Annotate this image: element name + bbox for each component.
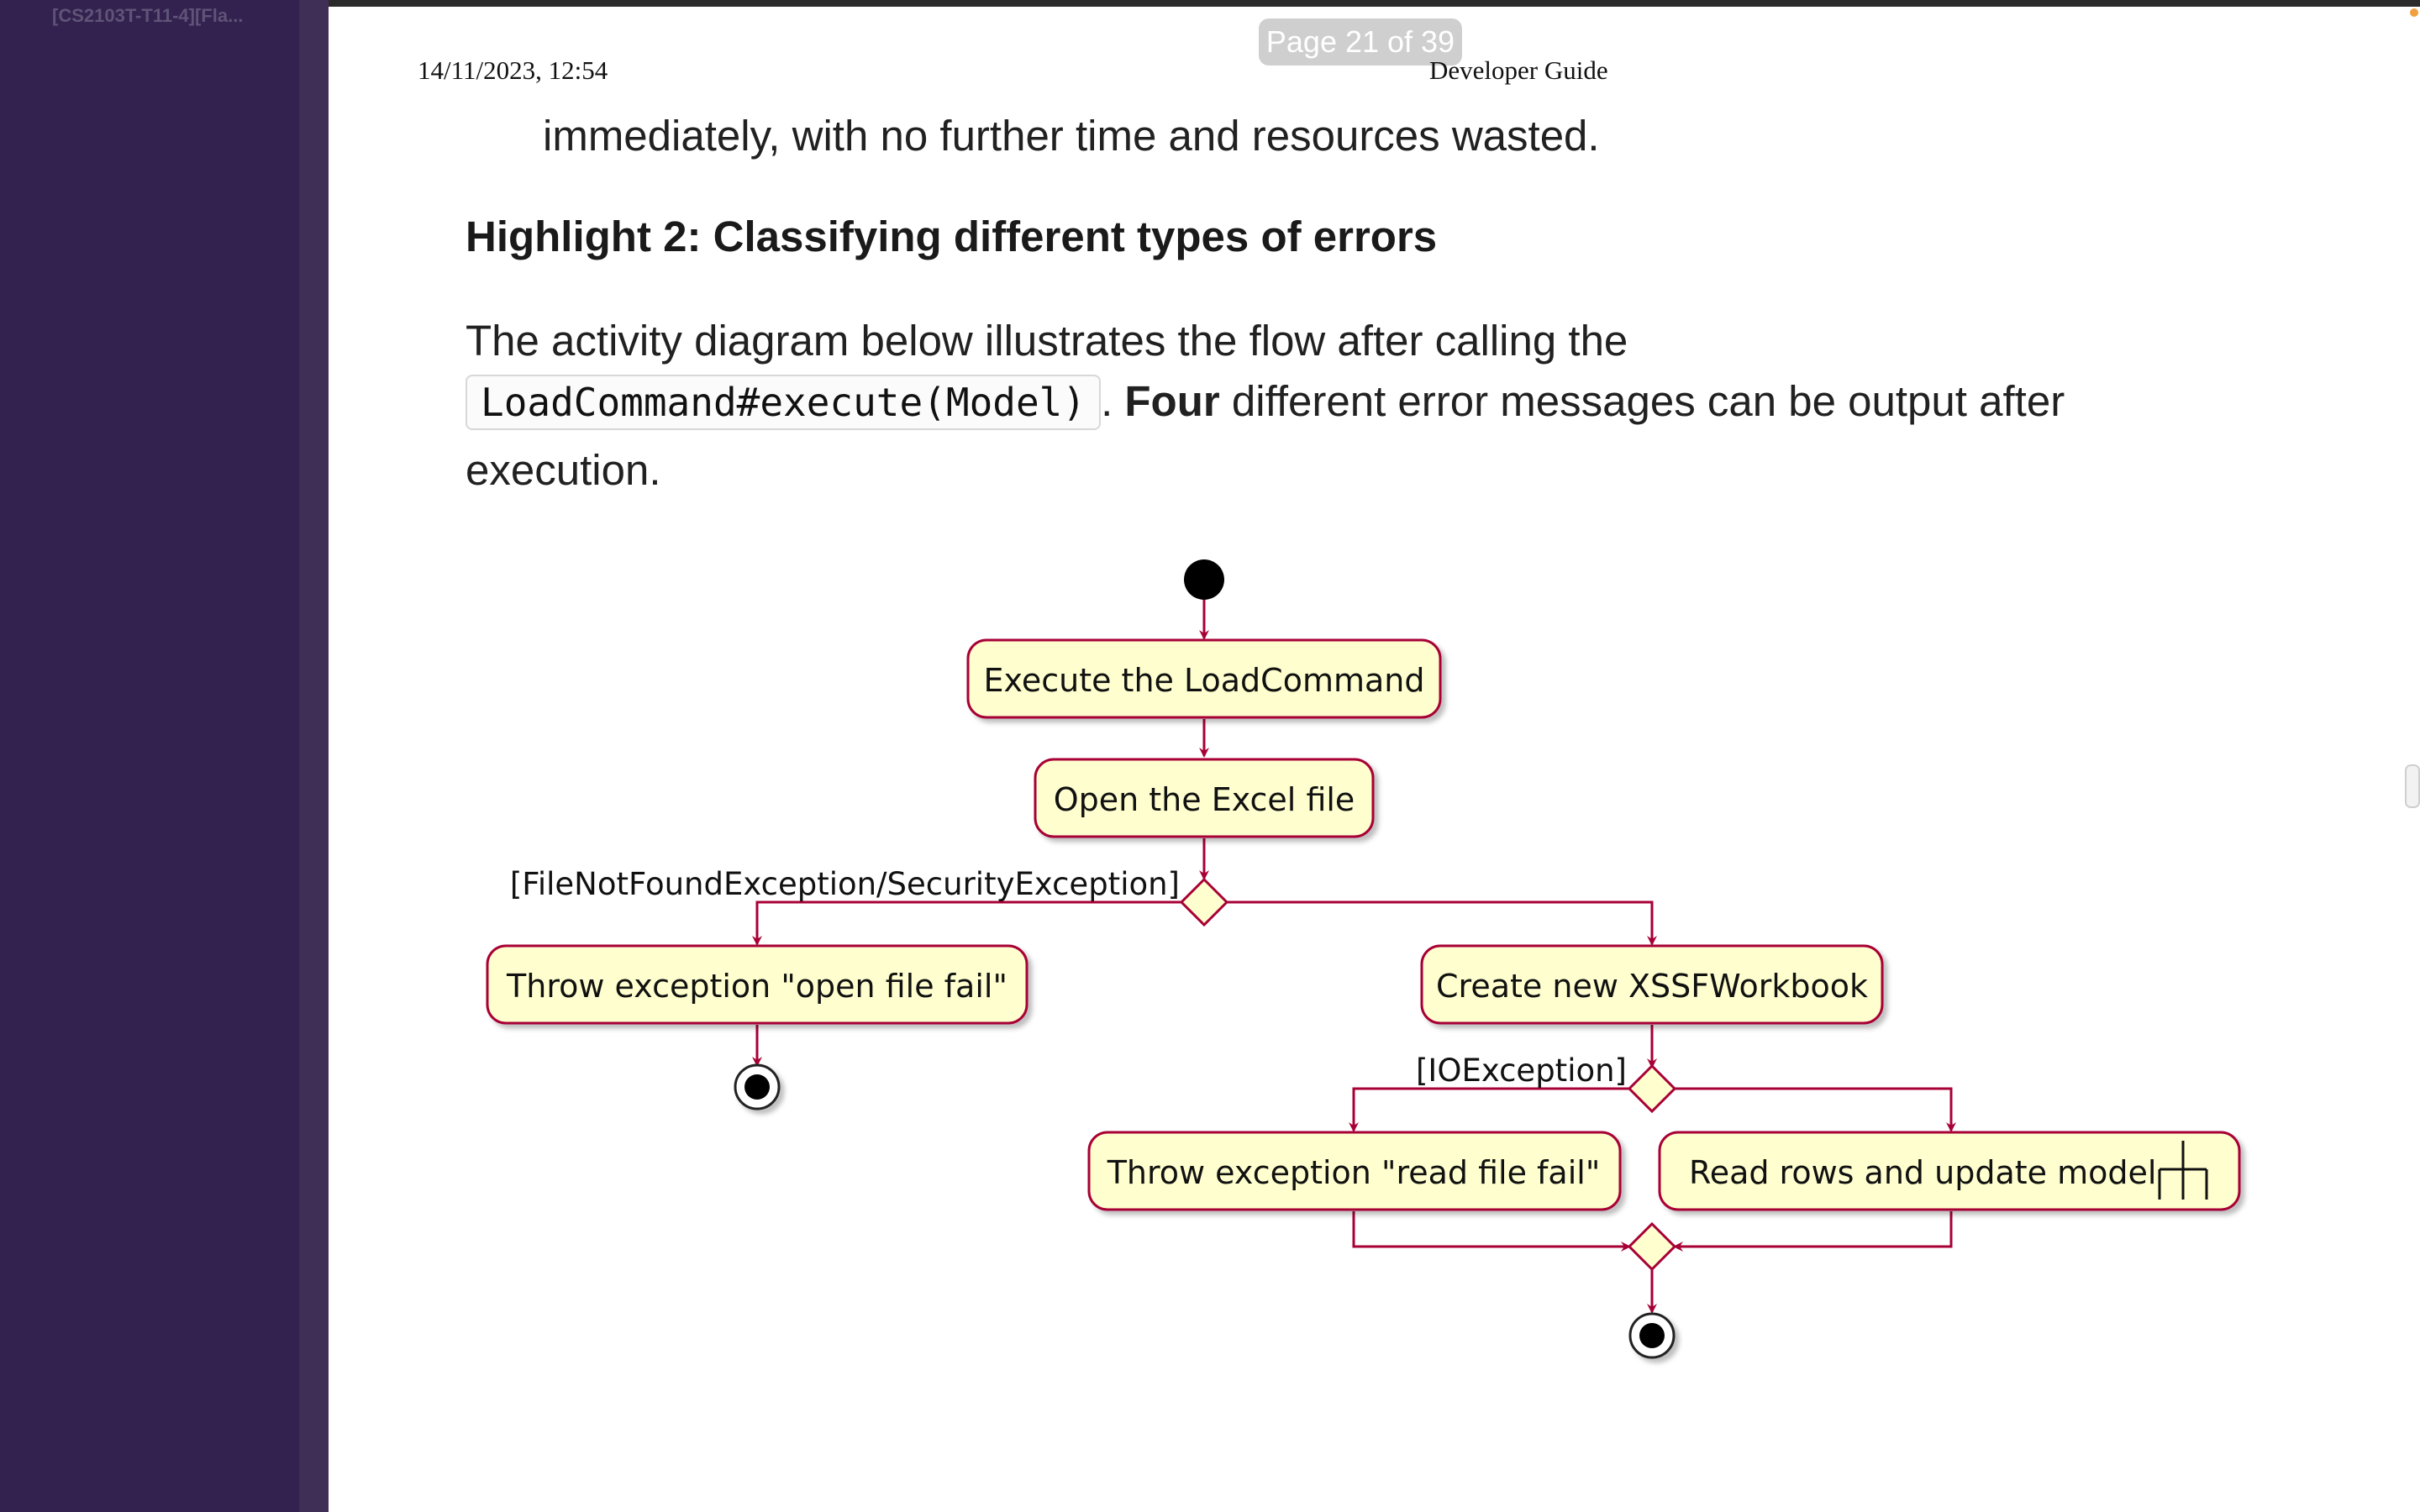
decision-open <box>1179 877 1229 927</box>
end-node-final <box>1628 1312 1676 1359</box>
node-label-throw-open: Throw exception "open file fail" <box>506 968 1007 1005</box>
sidebar: [CS2103T-T11-4][Fla... <box>0 0 299 1512</box>
scrollbar-thumb[interactable] <box>2405 764 2420 808</box>
guard-file-not-found: [FileNotFoundException/SecurityException… <box>510 866 1180 902</box>
node-label-create: Create new XSSFWorkbook <box>1436 968 1868 1005</box>
node-label-execute: Execute the LoadCommand <box>984 662 1425 699</box>
carryover-text: immediately, with no further time and re… <box>543 112 1600 160</box>
paragraph-line-2: LoadCommand#execute(Model). Four differe… <box>466 375 2065 430</box>
node-label-read-rows: Read rows and update model <box>1689 1154 2156 1191</box>
print-doc-title: Developer Guide <box>1429 55 1608 85</box>
diagram-node-execute: Execute the LoadCommand <box>966 638 1442 719</box>
paragraph-separator: . <box>1101 377 1125 425</box>
guard-io: [IOException] <box>1416 1053 1627 1089</box>
sidebar-document-title[interactable]: [CS2103T-T11-4][Fla... <box>52 5 244 26</box>
sidebar-divider <box>299 0 329 1512</box>
node-label-open: Open the Excel file <box>1054 781 1355 818</box>
rake-icon <box>2158 1141 2208 1200</box>
diagram-node-throw-open: Throw exception "open file fail" <box>486 944 1028 1025</box>
diagram-node-throw-read: Throw exception "read file fail" <box>1087 1131 1622 1211</box>
diagram-node-open: Open the Excel file <box>1034 758 1375 838</box>
diagram-node-read-rows: Read rows and update model <box>1658 1131 2241 1211</box>
decision-io <box>1627 1063 1677 1114</box>
diagram-node-create: Create new XSSFWorkbook <box>1420 944 1884 1025</box>
merge-node <box>1627 1221 1677 1272</box>
paragraph-line-1: The activity diagram below illustrates t… <box>466 317 1628 365</box>
top-edge <box>329 0 2420 7</box>
section-heading: Highlight 2: Classifying different types… <box>466 213 1438 260</box>
paragraph-rest: different error messages can be output a… <box>1219 377 2065 425</box>
notification-dot <box>2410 8 2418 17</box>
pdf-page <box>329 7 2420 1512</box>
paragraph-line-3: execution. <box>466 446 661 494</box>
paragraph-bold: Four <box>1124 377 1220 425</box>
end-node-open-fail <box>734 1063 781 1110</box>
node-label-throw-read: Throw exception "read file fail" <box>1107 1154 1601 1191</box>
page-indicator: Page 21 of 39 <box>1259 18 1462 66</box>
start-node <box>1184 559 1224 600</box>
print-timestamp: 14/11/2023, 12:54 <box>418 55 608 85</box>
inline-code: LoadCommand#execute(Model) <box>466 375 1102 430</box>
